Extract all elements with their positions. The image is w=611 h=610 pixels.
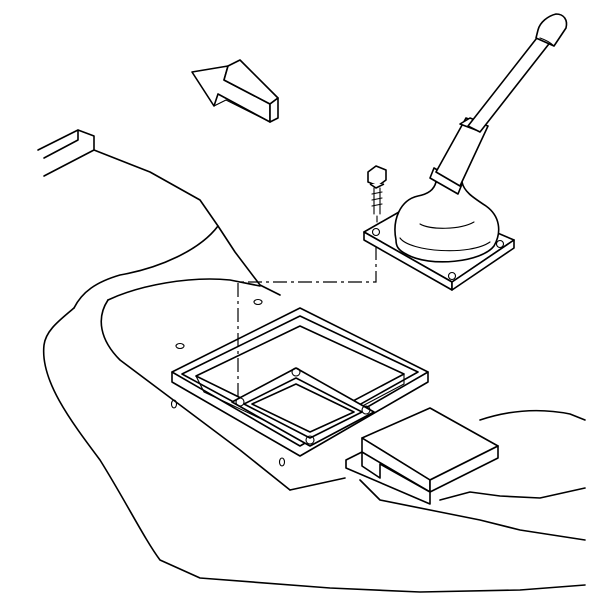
shift-lever-icon xyxy=(429,13,568,195)
bolt-icon xyxy=(367,165,387,245)
direction-arrow-icon xyxy=(191,59,279,123)
alignment-line xyxy=(237,246,377,400)
boot-plate-icon xyxy=(363,181,515,291)
floor-panel xyxy=(37,129,586,593)
console-opening-icon xyxy=(170,298,429,467)
bracket-icon xyxy=(345,407,499,505)
